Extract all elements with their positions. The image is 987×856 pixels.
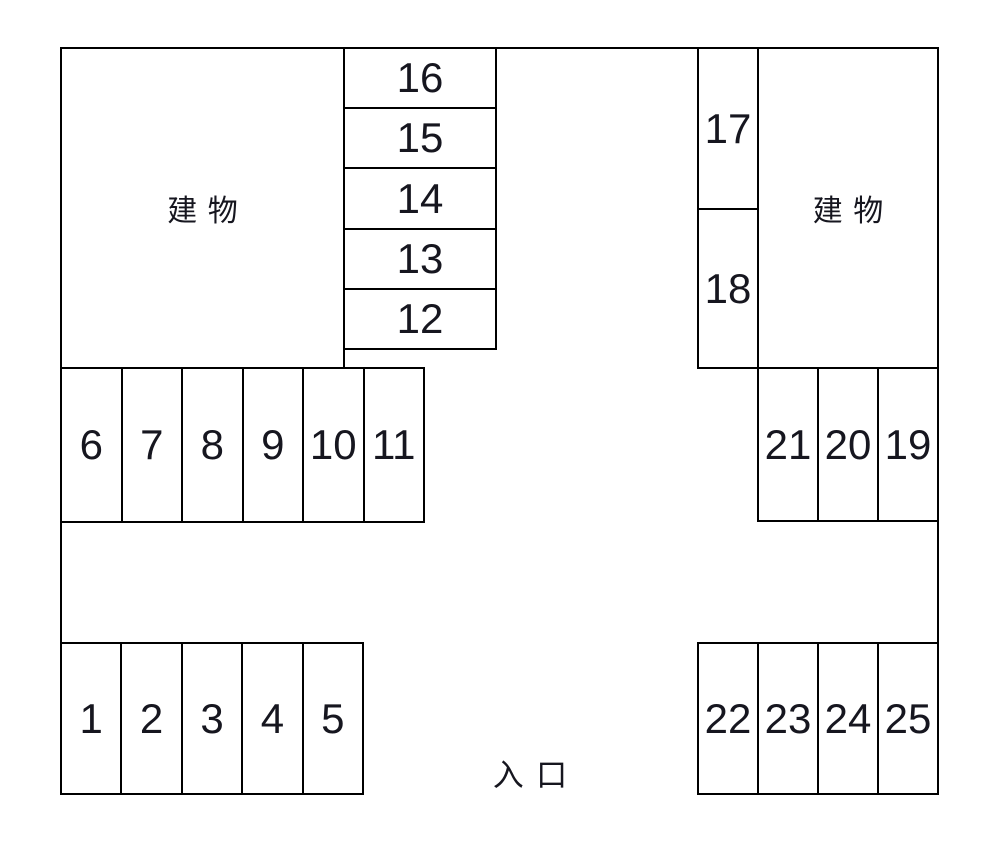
parking-space-16: 16 <box>345 49 495 110</box>
parking-space-9: 9 <box>243 369 304 521</box>
parking-space-8: 8 <box>183 369 244 521</box>
parking-space-20: 20 <box>819 369 879 520</box>
parking-space-22: 22 <box>699 644 759 793</box>
parking-space-25: 25 <box>879 644 937 793</box>
parking-space-19: 19 <box>879 369 937 520</box>
parking-space-18: 18 <box>699 210 757 367</box>
parking-space-11: 11 <box>364 369 423 521</box>
parking-space-13: 13 <box>345 229 495 290</box>
parking-space-6: 6 <box>62 369 123 521</box>
parking-space-12: 12 <box>345 289 495 349</box>
parking-space-21: 21 <box>759 369 819 520</box>
parking-space-15: 15 <box>345 109 495 170</box>
entrance-label: 入口 <box>492 758 580 793</box>
parking-space-3: 3 <box>182 644 244 793</box>
building-right: 建物 <box>757 47 939 369</box>
parking-space-5: 5 <box>303 644 363 793</box>
parking-space-23: 23 <box>759 644 819 793</box>
parking-space-10: 10 <box>304 369 365 521</box>
parking-space-24: 24 <box>819 644 879 793</box>
building-left: 建物 <box>60 47 345 369</box>
building-left-label: 建物 <box>167 195 249 228</box>
parking-space-7: 7 <box>122 369 183 521</box>
parking-space-1: 1 <box>62 644 123 793</box>
boundary-line-top <box>60 47 939 49</box>
building-right-label: 建物 <box>812 195 894 228</box>
parking-space-14: 14 <box>345 169 495 230</box>
parking-space-2: 2 <box>122 644 183 793</box>
parking-space-4: 4 <box>243 644 304 793</box>
parking-space-17: 17 <box>699 49 757 210</box>
